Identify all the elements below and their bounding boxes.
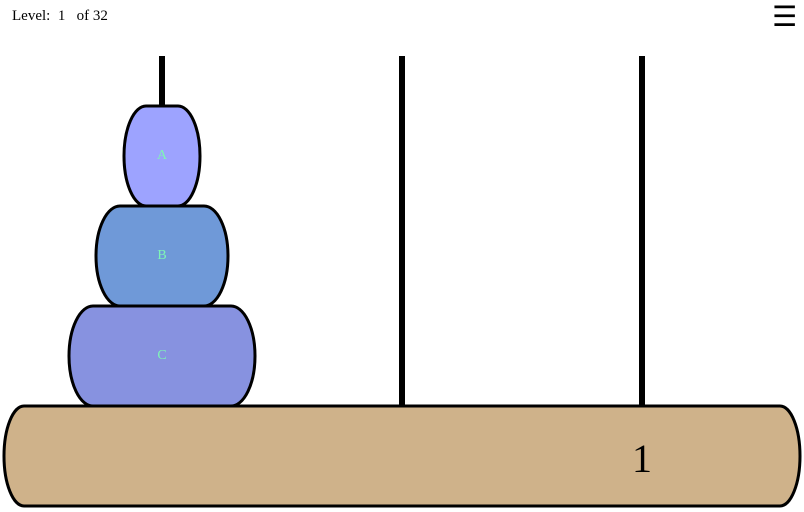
base-label: 1 <box>632 436 652 481</box>
disk-b-label: B <box>157 248 166 263</box>
menu-button[interactable]: ☰ <box>772 3 797 31</box>
disk-c-label: C <box>157 348 166 363</box>
disk-a-label: A <box>157 148 168 163</box>
level-label: Level: <box>12 8 51 24</box>
level-indicator: Level: 1 of 32 <box>12 8 108 25</box>
level-total: of 32 <box>76 8 108 24</box>
base-platform <box>2 404 802 508</box>
peg-2[interactable] <box>399 56 405 406</box>
disk-a[interactable]: A <box>122 104 202 208</box>
disk-b[interactable]: B <box>94 204 230 308</box>
hamburger-icon: ☰ <box>772 0 798 33</box>
disk-c[interactable]: C <box>67 304 257 408</box>
disk-c-body[interactable] <box>67 304 257 408</box>
peg-3[interactable] <box>639 56 645 406</box>
level-value: 1 <box>57 8 66 24</box>
